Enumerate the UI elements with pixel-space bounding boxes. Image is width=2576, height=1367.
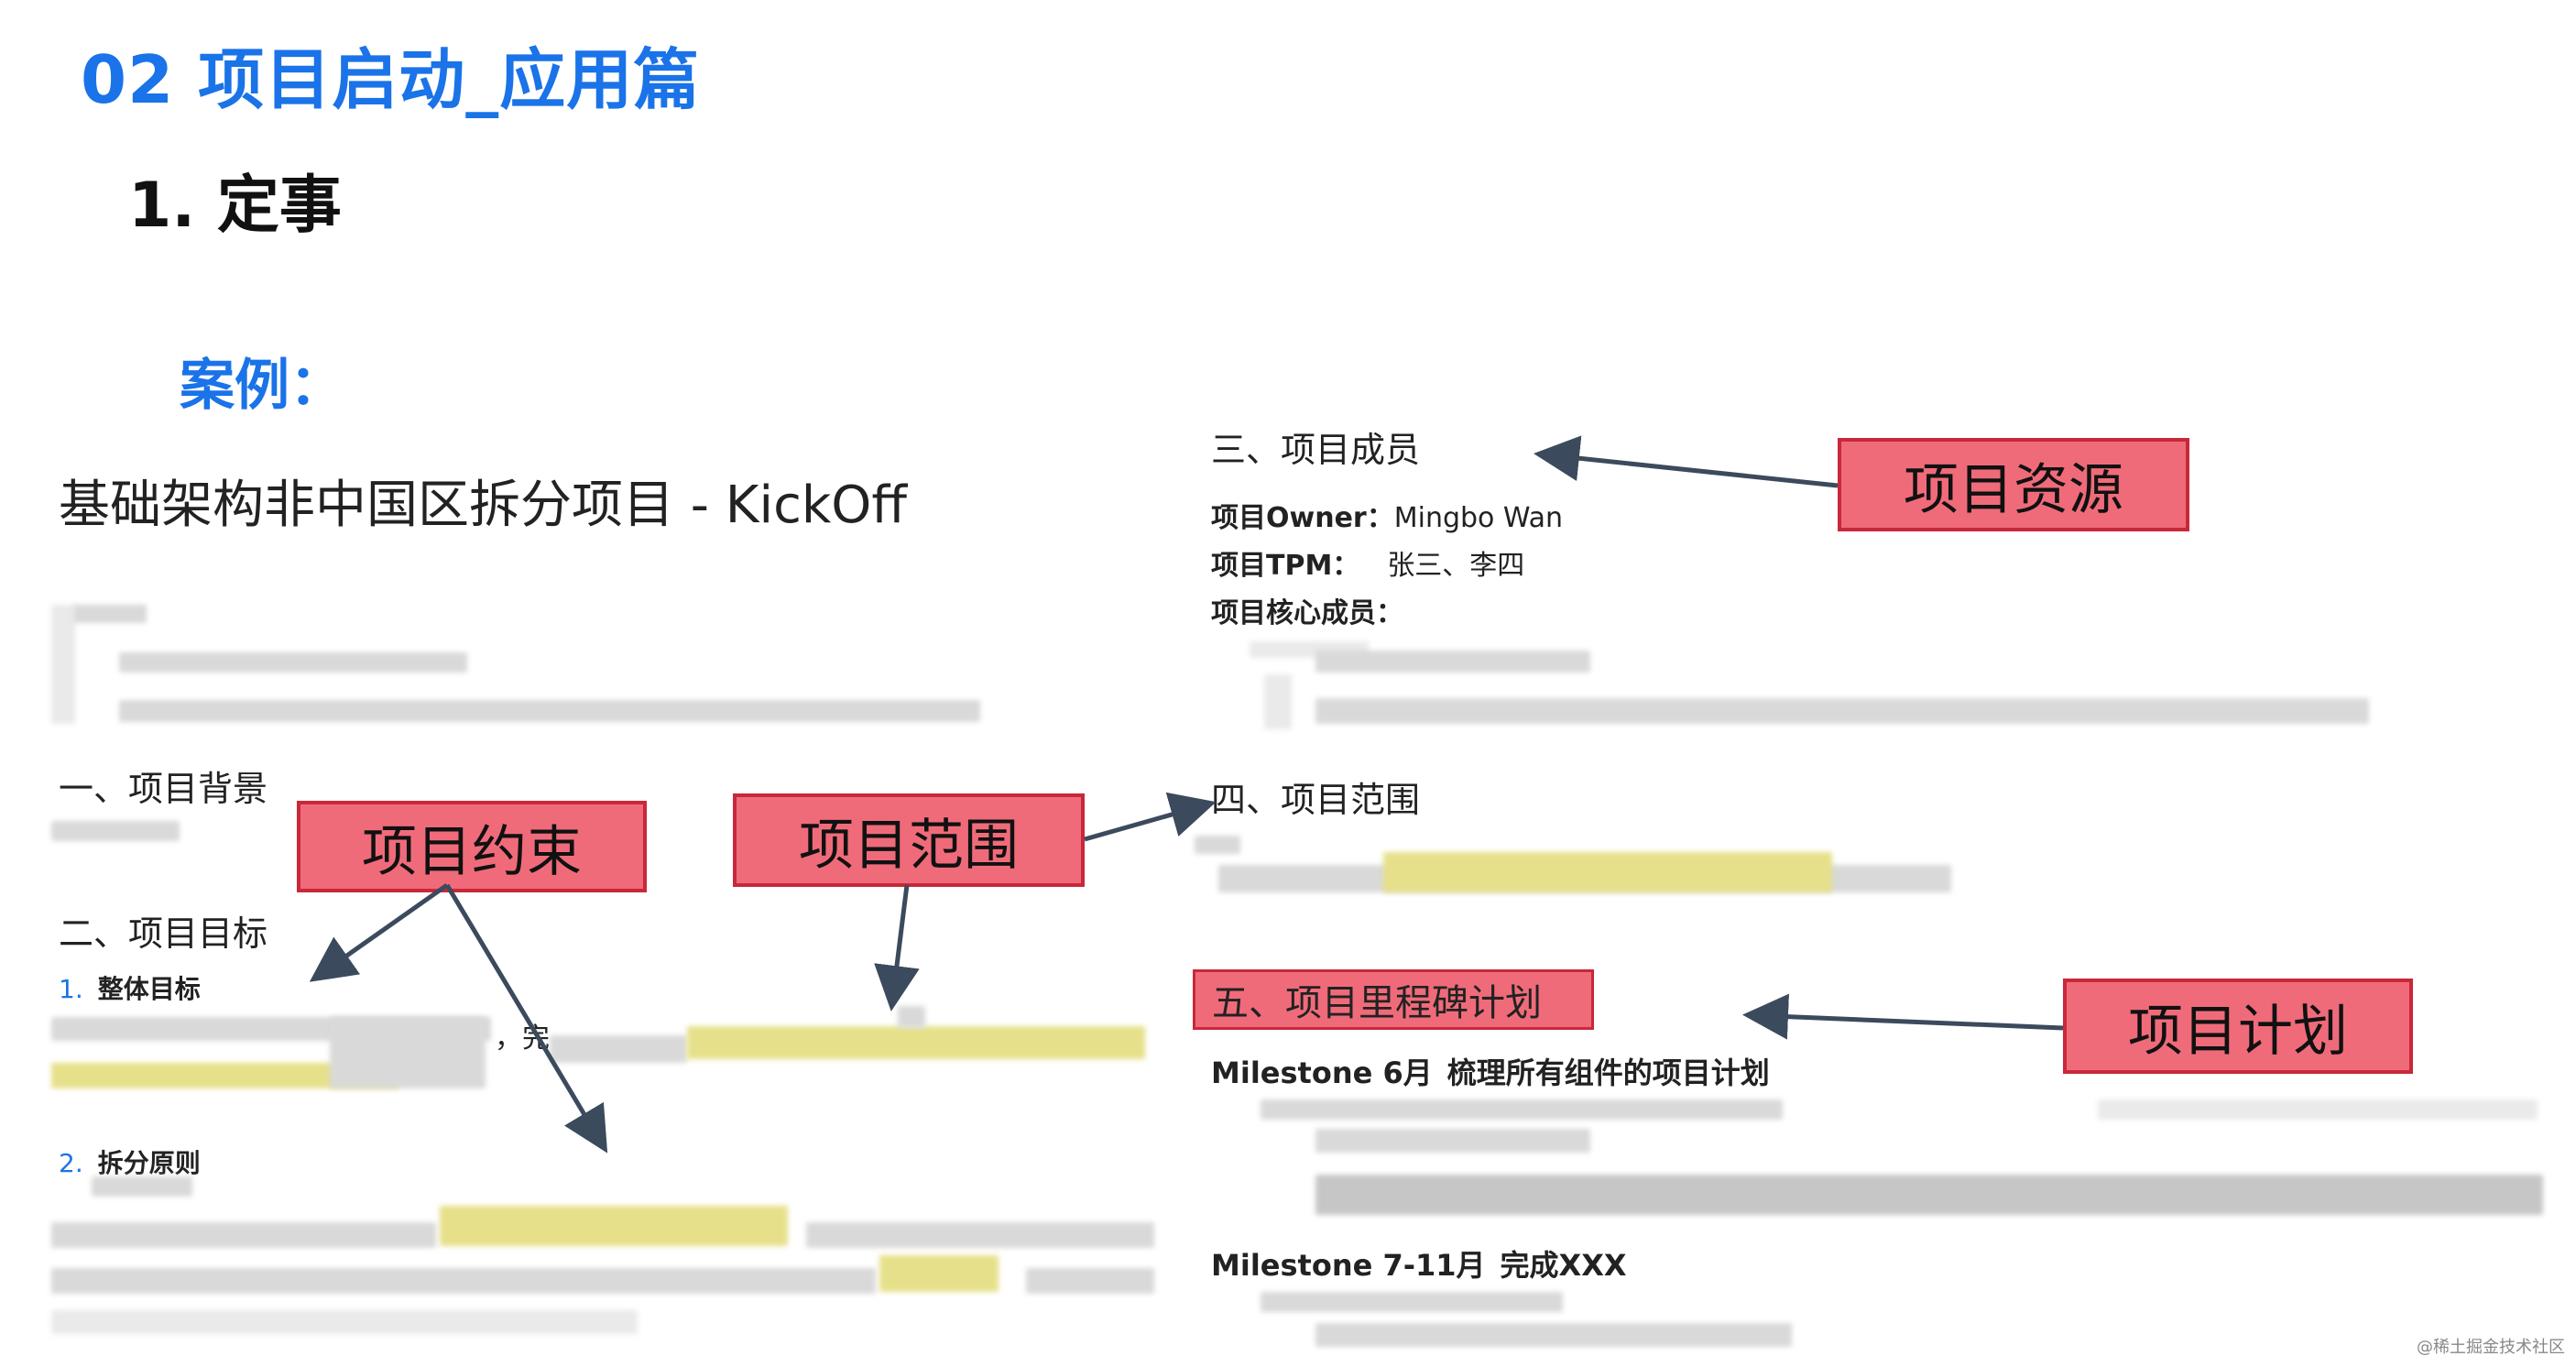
milestone-1-label: Milestone 6月 xyxy=(1211,1055,1433,1090)
owner-value: Mingbo Wan xyxy=(1393,502,1564,534)
tag-constraint: 项目约束 xyxy=(297,801,647,892)
tag-constraint-label: 项目约束 xyxy=(362,819,582,884)
blur-block xyxy=(51,821,180,841)
milestone-1-text: 梳理所有组件的项目计划 xyxy=(1446,1055,1770,1090)
arrow-constraint-goal xyxy=(309,882,449,982)
slide-title: 02 项目启动_应用篇 xyxy=(81,41,701,118)
section-milestones: 五、项目里程碑计划 xyxy=(1212,982,1542,1024)
arrow-scope-section xyxy=(1084,792,1217,842)
tag-resource-label: 项目资源 xyxy=(1904,457,2123,522)
tpm-label: 项目TPM： xyxy=(1211,550,1360,582)
arrow-plan-milestones xyxy=(1742,993,2064,1040)
goal-principle-label: 拆分原则 xyxy=(97,1148,201,1178)
arrow-scope-goal xyxy=(874,884,920,1012)
goal-overall: 1. 整体目标 xyxy=(59,969,201,1006)
watermark: @稀土掘金技术社区 xyxy=(2417,1338,2565,1357)
goal-overall-num: 1. xyxy=(59,974,83,1004)
section-goals: 二、项目目标 xyxy=(59,913,268,954)
goal-principle: 2. 拆分原则 xyxy=(59,1143,201,1180)
tpm-value: 张三、李四 xyxy=(1387,550,1525,582)
case-label: 案例： xyxy=(180,354,344,418)
doc-title: 基础架构非中国区拆分项目 - KickOff xyxy=(59,476,907,535)
arrow-constraint-principle xyxy=(444,883,608,1154)
core-members-label: 项目核心成员： xyxy=(1211,597,1403,629)
tag-scope-label: 项目范围 xyxy=(799,813,1019,878)
tag-plan: 项目计划 xyxy=(2063,979,2413,1074)
sub-title: 1. 定事 xyxy=(128,170,342,242)
section-members: 三、项目成员 xyxy=(1211,430,1421,470)
owner-label: 项目Owner： xyxy=(1211,502,1394,534)
milestone-2-label: Milestone 7-11月 xyxy=(1211,1248,1486,1283)
owner-line: 项目Owner：Mingbo Wan xyxy=(1211,495,1563,535)
tag-resource: 项目资源 xyxy=(1838,438,2189,531)
section-milestones-highlight: 五、项目里程碑计划 xyxy=(1193,969,1594,1030)
goal-principle-num: 2. xyxy=(59,1148,83,1178)
section-background: 一、项目背景 xyxy=(59,769,268,809)
tag-plan-label: 项目计划 xyxy=(2128,999,2348,1064)
milestone-1: Milestone 6月梳理所有组件的项目计划 xyxy=(1211,1050,1770,1092)
core-members-line: 项目核心成员： xyxy=(1211,590,1403,630)
section-scope: 四、项目范围 xyxy=(1211,780,1421,820)
milestone-2: Milestone 7-11月完成XXX xyxy=(1211,1242,1627,1285)
arrow-resource-members xyxy=(1534,435,1839,488)
tag-scope: 项目范围 xyxy=(733,793,1085,887)
tpm-line: 项目TPM： 张三、李四 xyxy=(1211,542,1524,583)
milestone-2-text: 完成XXX xyxy=(1500,1248,1627,1283)
goal-overall-label: 整体目标 xyxy=(97,974,201,1004)
